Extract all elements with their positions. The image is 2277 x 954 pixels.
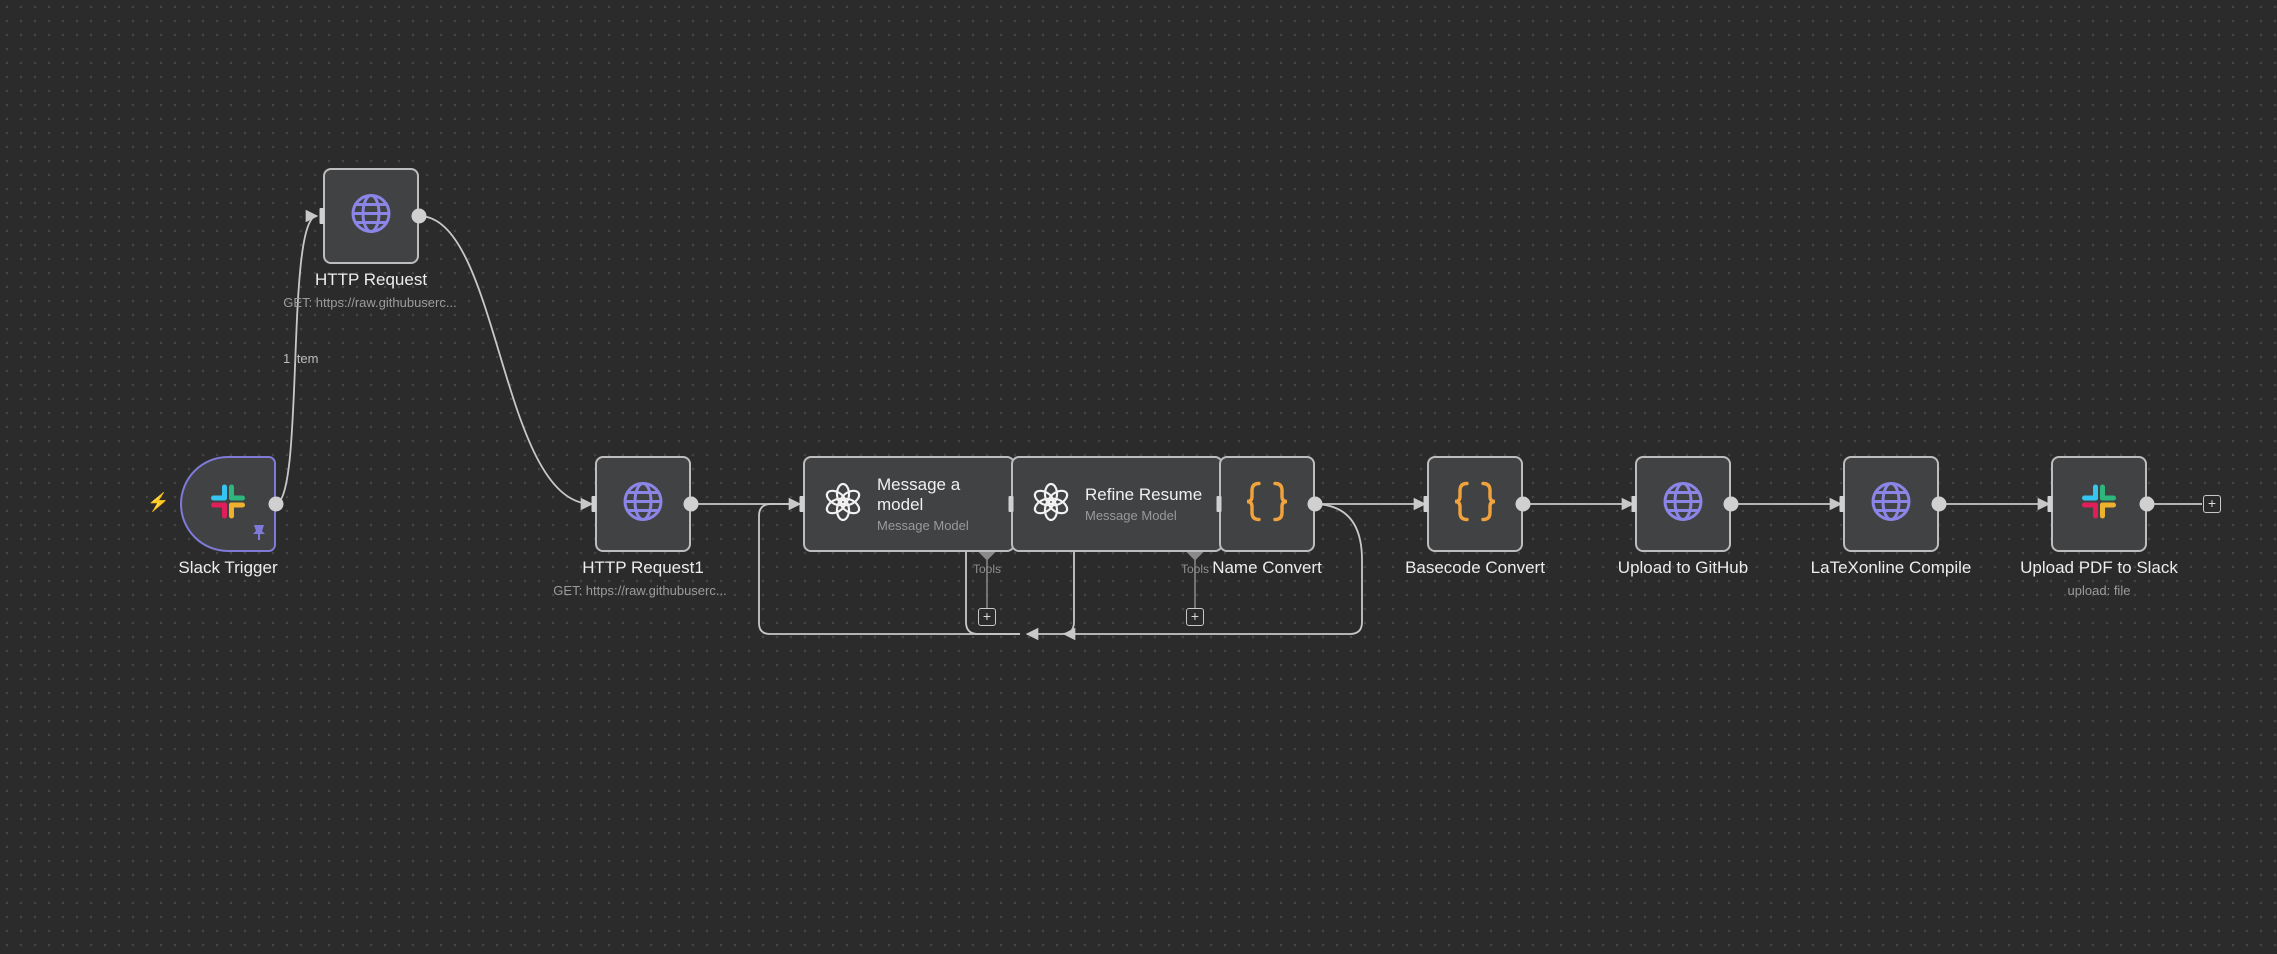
node-message-a-model[interactable]: Message a model Message Model <box>803 456 1015 552</box>
node-label-latexonline-compile: LaTeXonline Compile <box>1810 558 1972 577</box>
curly-braces-icon <box>1245 481 1289 528</box>
edge-http-to-http1 <box>418 215 594 511</box>
edge-item-count: 1 item <box>283 351 319 366</box>
openai-icon <box>823 482 863 527</box>
node-subtitle-upload-pdf-to-slack: upload: file <box>2067 583 2131 598</box>
node-label-http-request1: HTTP Request1 <box>582 558 704 577</box>
slack-icon <box>2079 482 2119 527</box>
output-handle[interactable] <box>268 496 284 512</box>
node-name-convert[interactable] <box>1219 456 1315 552</box>
tools-connector-label: Tools <box>972 562 1002 576</box>
node-subtitle-refine-resume: Message Model <box>1085 508 1177 523</box>
lightning-icon: ⚡ <box>147 492 170 512</box>
node-label-slack-trigger: Slack Trigger <box>178 558 278 577</box>
curly-braces-icon <box>1453 481 1497 528</box>
node-subtitle-http-request1: GET: https://raw.githubuserc... <box>553 583 727 598</box>
pin-icon <box>252 524 266 544</box>
node-label-refine-resume: Refine Resume <box>1085 485 1203 504</box>
globe-icon <box>350 193 392 240</box>
node-label-name-convert: Name Convert <box>1212 558 1322 577</box>
input-handle[interactable] <box>2047 496 2053 512</box>
output-handle[interactable] <box>683 496 699 512</box>
add-tool-button[interactable]: + <box>1186 608 1204 626</box>
node-label-basecode-convert: Basecode Convert <box>1405 558 1545 577</box>
input-handle[interactable] <box>591 496 597 512</box>
node-refine-resume[interactable]: Refine Resume Message Model <box>1011 456 1223 552</box>
input-handle[interactable] <box>319 208 325 224</box>
output-handle[interactable] <box>1307 496 1323 512</box>
input-handle[interactable] <box>1008 496 1014 512</box>
globe-icon <box>622 481 664 528</box>
edge-refine-loop <box>1025 552 1075 641</box>
output-handle[interactable] <box>411 208 427 224</box>
node-basecode-convert[interactable] <box>1427 456 1523 552</box>
add-tool-button[interactable]: + <box>978 608 996 626</box>
node-http-request[interactable] <box>323 168 419 264</box>
node-label-message-a-model: Message a model <box>877 475 961 514</box>
input-handle[interactable] <box>1631 496 1637 512</box>
input-handle[interactable] <box>1216 496 1222 512</box>
output-handle[interactable] <box>1723 496 1739 512</box>
node-upload-to-github[interactable] <box>1635 456 1731 552</box>
node-upload-pdf-to-slack[interactable] <box>2051 456 2147 552</box>
node-subtitle-http-request: GET: https://raw.githubuserc... <box>283 295 457 310</box>
node-label-http-request: HTTP Request <box>314 270 428 289</box>
input-handle[interactable] <box>1839 496 1845 512</box>
openai-icon <box>1031 482 1071 527</box>
slack-icon <box>208 482 248 527</box>
globe-icon <box>1662 481 1704 528</box>
input-handle[interactable] <box>799 496 805 512</box>
node-http-request1[interactable] <box>595 456 691 552</box>
tools-connector-label: Tools <box>1180 562 1210 576</box>
node-latexonline-compile[interactable] <box>1843 456 1939 552</box>
node-label-upload-pdf-to-slack: Upload PDF to Slack <box>2020 558 2178 577</box>
add-node-button[interactable]: + <box>2203 495 2221 513</box>
node-slack-trigger[interactable] <box>180 456 276 552</box>
input-handle[interactable] <box>1423 496 1429 512</box>
globe-icon <box>1870 481 1912 528</box>
output-handle[interactable] <box>1931 496 1947 512</box>
node-label-upload-to-github: Upload to GitHub <box>1617 558 1749 577</box>
output-handle[interactable] <box>2139 496 2155 512</box>
output-handle[interactable] <box>1515 496 1531 512</box>
node-subtitle-message-a-model: Message Model <box>877 518 969 533</box>
